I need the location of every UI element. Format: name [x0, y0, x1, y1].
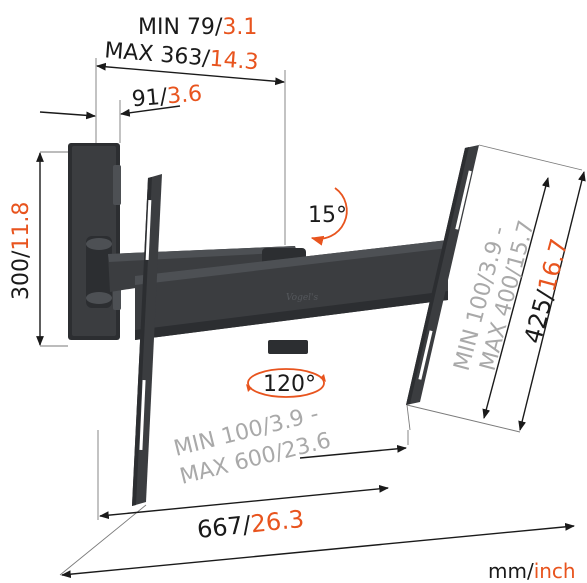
- depth-min-label: MIN 79/3.1: [138, 15, 257, 40]
- units-legend: mm/inch: [488, 559, 576, 583]
- swivel-indicator: 120°: [246, 368, 326, 398]
- tilt-indicator: 15°: [308, 187, 348, 246]
- horizontal-rail: Vogel's: [135, 240, 448, 354]
- tv-wall-mount-product: Vogel's: [68, 143, 479, 506]
- right-vertical-strip: [406, 145, 479, 405]
- left-vertical-strip: [132, 174, 162, 506]
- tilt-label: 15°: [308, 203, 347, 228]
- dimension-lines: [36, 58, 586, 579]
- wall-plate-height-label: 300/11.8: [9, 202, 34, 300]
- brand-logo: Vogel's: [286, 293, 319, 303]
- depth-max-label: MAX 363/14.3: [103, 38, 259, 75]
- swivel-joint: [86, 236, 112, 308]
- bracket-width-label: 667/26.3: [196, 505, 306, 544]
- swivel-label: 120°: [263, 372, 316, 397]
- wall-plate-depth-label: 91/3.6: [131, 81, 203, 112]
